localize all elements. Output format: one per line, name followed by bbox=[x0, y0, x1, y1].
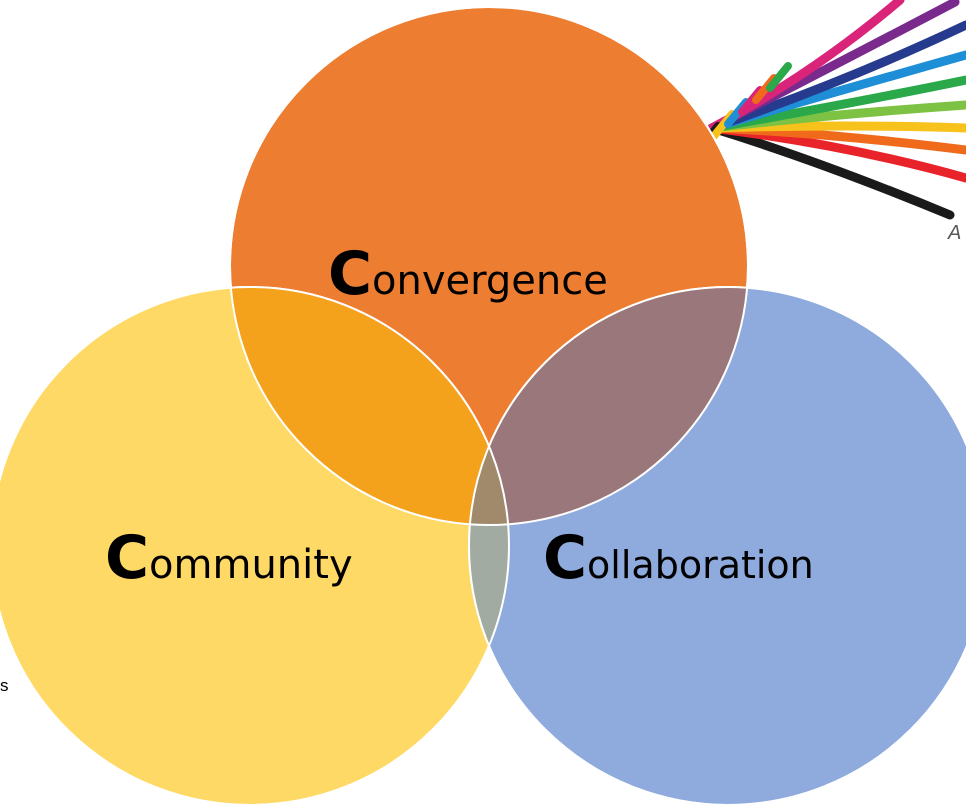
convergence-rest: onvergence bbox=[372, 258, 608, 304]
rope-braid-segment bbox=[766, 62, 792, 92]
collaboration-label: Collaboration bbox=[543, 523, 814, 593]
community-label: Community bbox=[105, 523, 353, 593]
cut-off-body-text: s bbox=[0, 676, 9, 695]
cut-off-caption-text: A bbox=[948, 222, 962, 244]
convergence-initial: C bbox=[328, 239, 372, 309]
convergence-collaboration-overlap bbox=[469, 287, 748, 525]
convergence-outline bbox=[229, 6, 749, 526]
convergence-community-overlap bbox=[230, 287, 509, 525]
braided-rope-image bbox=[696, 0, 966, 220]
rope-strand bbox=[707, 123, 955, 220]
convergence-label: Convergence bbox=[328, 239, 608, 309]
rope-strand bbox=[707, 20, 966, 133]
community-rest: ommunity bbox=[149, 542, 353, 588]
community-initial: C bbox=[105, 523, 149, 593]
collaboration-initial: C bbox=[543, 523, 587, 593]
collaboration-rest: ollaboration bbox=[587, 543, 814, 587]
